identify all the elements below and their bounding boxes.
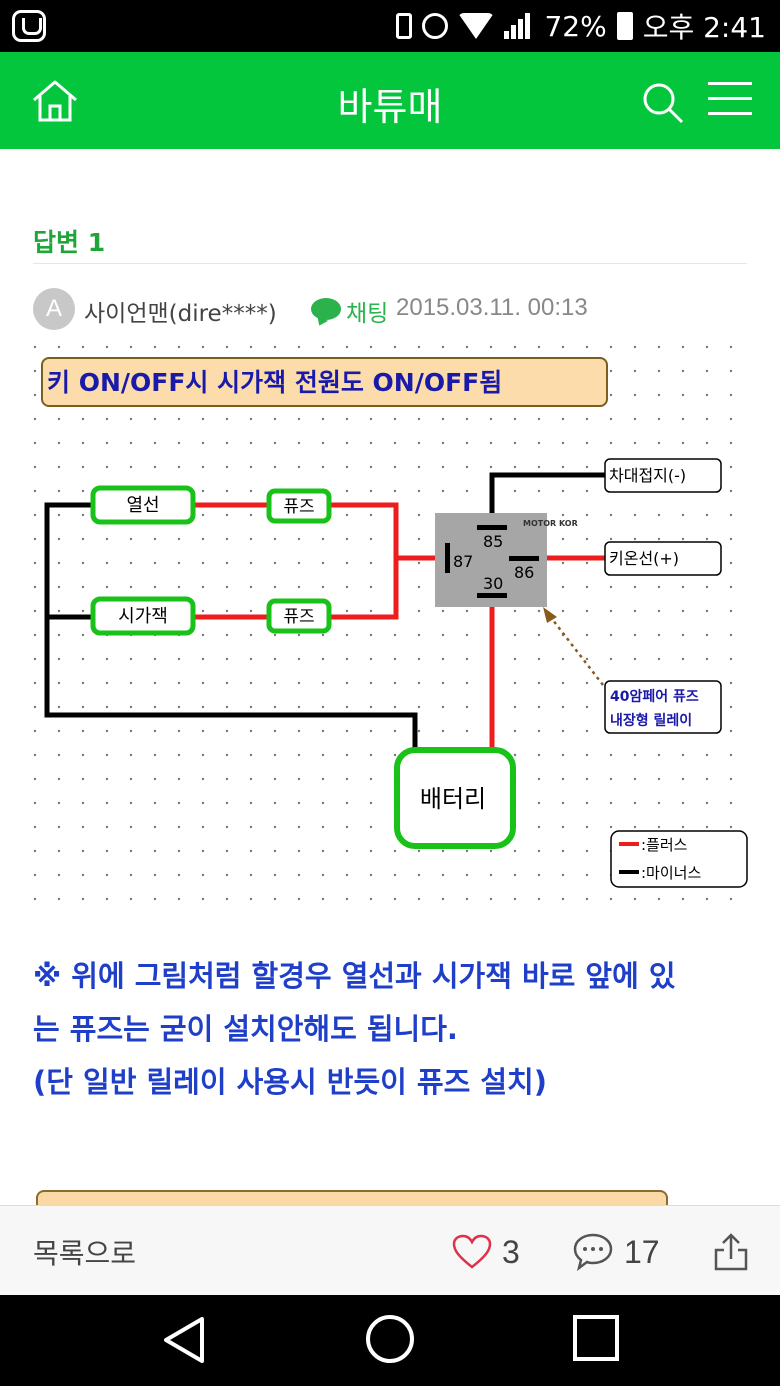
like-count: 3 [502,1233,520,1270]
battery-label: 배터리 [420,785,486,813]
relay-note-line2: 내장형 릴레이 [610,712,692,729]
home-button[interactable] [30,78,80,124]
legend [610,830,748,888]
post-date: 2015.03.11. 00:13 [396,294,588,321]
signal-icon [504,13,534,39]
back-to-list-button[interactable]: 목록으로 [33,1237,137,1270]
vibrate-icon [396,13,413,39]
relay-pin-30: 30 [483,574,503,593]
share-icon [714,1233,748,1271]
legend-minus: :마이너스 [641,864,701,882]
avatar[interactable]: A [33,288,75,330]
cigar-jack-box [90,596,196,636]
divider [33,263,747,264]
battery-box [394,747,516,849]
home-icon [33,80,77,122]
like-button[interactable]: 3 [452,1230,520,1274]
battery-icon [616,12,633,40]
app-icon [12,10,46,42]
relay-brand: MOTOR KOR [523,519,578,528]
diagram-banner-text: 키 ON/OFF시 시가잭 전원도 ON/OFF됨 [47,368,502,397]
author-name[interactable]: 사이언맨(dire****) [84,301,277,327]
chat-icon[interactable] [311,298,341,320]
back-triangle-icon[interactable] [160,1315,210,1365]
fuse-1-label: 퓨즈 [283,497,314,517]
cigar-jack-label: 시가잭 [118,606,168,627]
action-bar: 목록으로 3 17 [0,1205,780,1295]
menu-button[interactable] [708,82,752,122]
key-on-box [604,541,722,576]
ground-box [604,458,722,493]
status-bar: 72% 오후 2:41 [0,0,780,52]
heart-icon [452,1234,492,1269]
note-line-1: ※ 위에 그림처럼 할경우 열선과 시가잭 바로 앞에 있 [33,959,676,993]
relay-pin-85: 85 [483,532,503,551]
wiring-diagram: 키 ON/OFF시 시가잭 전원도 ON/OFF됨 열선 시가잭 퓨즈 퓨즈 [33,345,753,910]
answer-note: ※ 위에 그림처럼 할경우 열선과 시가잭 바로 앞에 있 는 퓨즈는 굳이 설… [33,950,743,1109]
relay-note-box [604,680,722,734]
clock: 오후 2:41 [642,11,766,44]
alarm-icon [422,13,449,39]
status-icons: 72% 오후 2:41 [396,8,766,44]
wifi-icon [458,13,495,39]
search-icon [643,83,684,124]
comment-icon [573,1233,613,1272]
note-line-3: (단 일반 릴레이 사용시 반듯이 퓨즈 설치) [33,1065,547,1099]
chat-button[interactable]: 채팅 [346,301,389,327]
recents-square-icon[interactable] [573,1315,619,1361]
diagram-banner [41,357,608,407]
app-header: 바튜매 [0,52,780,149]
minus-wires [44,472,605,750]
system-nav-bar [0,1295,780,1386]
comment-count: 17 [624,1233,660,1270]
legend-plus: :플러스 [641,836,688,854]
ground-label: 차대접지(-) [609,466,686,485]
relay-pin-86: 86 [514,563,534,582]
relay-note-line1: 40암페어 퓨즈 [610,688,699,705]
search-button[interactable] [640,80,686,126]
fuse-box-2 [266,598,332,634]
home-circle-icon[interactable] [366,1315,414,1363]
heated-wire-box [90,485,196,525]
note-line-2: 는 퓨즈는 굳이 설치안해도 됩니다. [33,1012,458,1046]
key-on-label: 키온선(+) [609,549,679,568]
relay-pin-87: 87 [453,552,473,571]
menu-icon [708,82,752,115]
plus-wires [193,502,605,750]
relay-note-arrow [548,614,604,686]
fuse-box-1 [266,488,332,524]
comment-button[interactable]: 17 [572,1230,660,1274]
share-button[interactable] [713,1232,749,1272]
fuse-2-label: 퓨즈 [283,607,314,627]
battery-percent: 72% [544,9,607,43]
app-title: 바튜매 [337,85,443,129]
answer-title: 답변 1 [33,228,106,257]
heated-wire-label: 열선 [126,495,159,516]
